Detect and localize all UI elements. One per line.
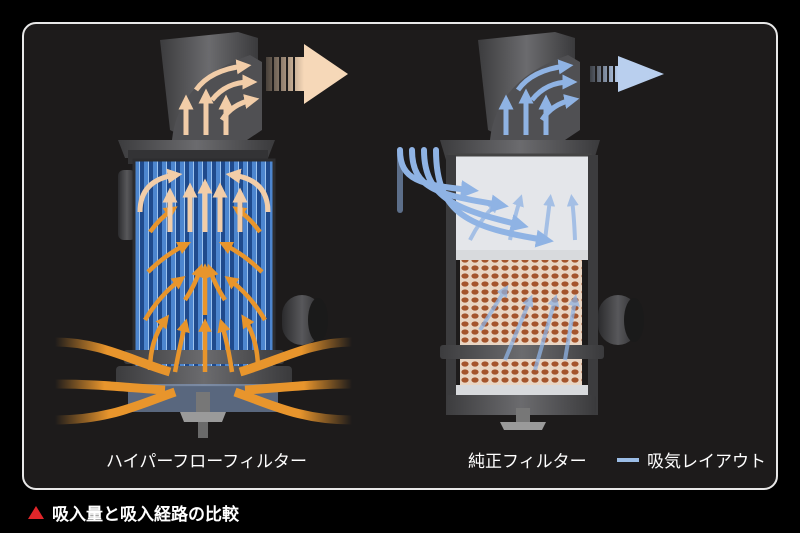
triangle-marker-icon (28, 506, 44, 519)
caption-text: 吸入量と吸入経路の比較 (52, 505, 239, 525)
figure-caption: 吸入量と吸入経路の比較 (28, 500, 239, 525)
outflow-arrow-small (590, 56, 664, 92)
oem-filter-assembly (397, 32, 664, 430)
legend-label: 吸気レイアウト (647, 452, 766, 472)
hyperflow-filter-label: ハイパーフローフィルター (106, 452, 307, 472)
intake-layout-legend: 吸気レイアウト (617, 447, 766, 472)
oem-filter-label: 純正フィルター (468, 452, 587, 472)
hyperflow-filter-assembly (54, 32, 353, 438)
legend-line-swatch (617, 457, 639, 462)
outflow-arrow-large (266, 44, 348, 104)
